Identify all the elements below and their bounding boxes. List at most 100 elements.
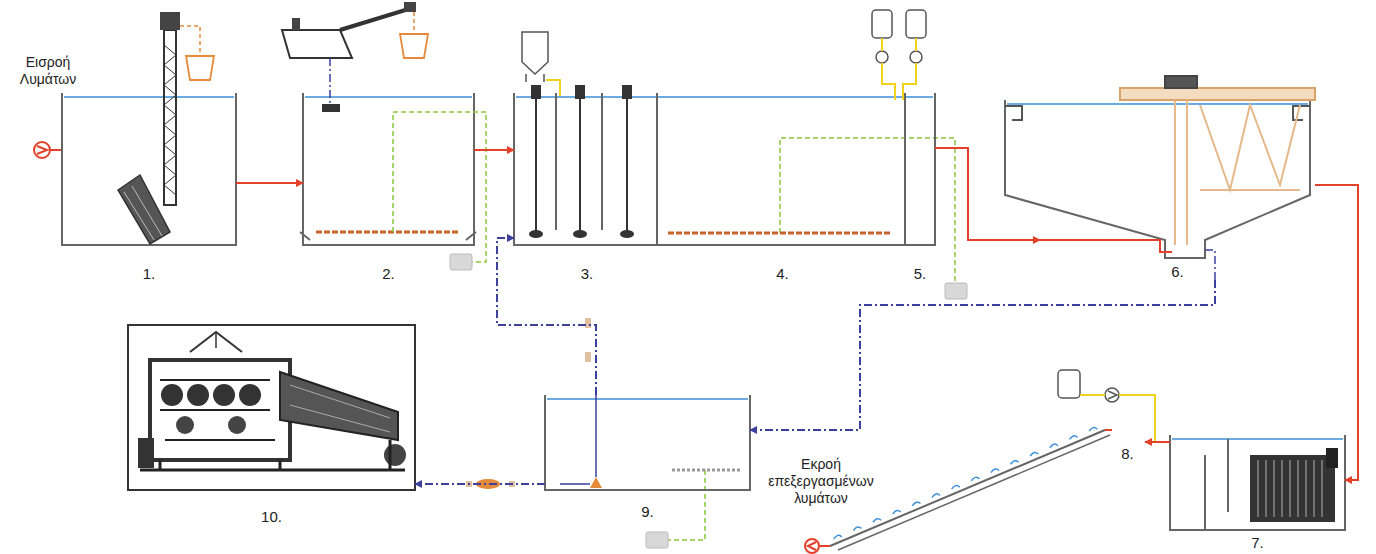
sludge-pump	[560, 483, 590, 485]
chemical-silo	[522, 32, 548, 74]
outflow-pump	[805, 539, 819, 553]
chemical-silo	[546, 80, 560, 96]
belt-press	[280, 372, 398, 440]
callout-number: 4.	[774, 266, 791, 282]
screen-unit	[160, 12, 180, 30]
inflow-pump	[37, 146, 47, 154]
blower	[450, 254, 472, 270]
belt-press	[187, 384, 209, 406]
belt-press	[290, 385, 390, 432]
tank-node: 2.	[303, 93, 474, 282]
callout-number: 8.	[1119, 446, 1136, 462]
tank-node: 9.	[545, 395, 750, 520]
grit-classifier	[316, 231, 460, 234]
grit-classifier	[413, 12, 415, 30]
tank-node: 4.	[660, 93, 905, 282]
air-line	[393, 112, 486, 262]
belt-press	[160, 380, 275, 440]
pipe-connector	[497, 238, 596, 395]
callout-number: 1.	[141, 266, 158, 282]
mixer	[530, 231, 542, 237]
sludge-pump	[585, 318, 591, 328]
pipe-connector	[750, 280, 1215, 430]
diffusers	[668, 232, 892, 235]
pipe-connector	[935, 148, 1040, 240]
grit-classifier	[282, 2, 460, 232]
tank-node: 1.	[62, 93, 236, 282]
belt-press	[176, 416, 194, 434]
clarifier-bridge	[1175, 100, 1187, 245]
clarifier	[1007, 103, 1308, 105]
dosing-tanks	[910, 51, 922, 63]
bioreactor-tank	[514, 93, 935, 245]
belt-press	[138, 438, 154, 468]
inflow-pump	[50, 149, 62, 151]
screen-tank	[64, 96, 234, 98]
sludge-tank	[547, 398, 748, 400]
dosing-tanks	[872, 10, 926, 100]
uv-unit	[1258, 460, 1322, 517]
clarifier-bridge	[1165, 76, 1197, 88]
tank-node: 10.	[128, 325, 415, 525]
grit-tank	[303, 93, 474, 245]
belt-press	[215, 332, 217, 348]
air-line	[780, 138, 955, 282]
grit-classifier	[340, 8, 412, 30]
callout-number: 3.	[579, 266, 596, 282]
blower	[945, 283, 967, 299]
sludge-tank	[672, 469, 740, 472]
clarifier-bridge	[1120, 76, 1315, 245]
blower	[646, 532, 668, 548]
belt-press	[128, 325, 415, 490]
callout-number: 7.	[1249, 535, 1266, 551]
grit-classifier	[329, 58, 331, 108]
tank-node: 6.	[1040, 100, 1315, 280]
air-line	[668, 470, 705, 540]
tank-node: 7.	[1170, 435, 1345, 551]
outflow-pump	[805, 539, 830, 553]
uv-tank	[1205, 439, 1228, 530]
mixer	[576, 86, 584, 98]
callout-number: 5.	[912, 266, 929, 282]
belt-press	[213, 384, 235, 406]
chemical-silo	[526, 74, 544, 82]
screen-tank	[62, 93, 236, 245]
clarifier	[1293, 106, 1310, 120]
pipe-connector	[1315, 185, 1358, 480]
clarifier	[1005, 106, 1022, 120]
outflow-pump	[819, 545, 830, 547]
sludge-draw	[1205, 250, 1215, 280]
clarifier-bridge	[1200, 105, 1300, 190]
bioreactor-tank	[556, 93, 905, 245]
mixer	[532, 86, 540, 98]
uv-unit	[1326, 448, 1338, 468]
dosing-tanks	[882, 38, 916, 100]
tank-node: 8.	[1110, 428, 1145, 462]
belt-press	[190, 332, 242, 352]
grit-classifier	[292, 18, 300, 30]
grit-classifier	[404, 2, 416, 12]
belt-press	[140, 440, 405, 470]
mixer	[574, 231, 586, 237]
callout-number: 2.	[380, 266, 397, 282]
bioreactor-tank	[514, 93, 935, 245]
tank-node: 5.	[905, 93, 935, 282]
clarifier	[1005, 100, 1310, 258]
uv-tank	[1172, 438, 1343, 440]
dosing-line	[1058, 370, 1080, 398]
uv-tank	[1170, 435, 1345, 530]
cascade	[1105, 429, 1112, 431]
clarifier	[1005, 100, 1310, 258]
belt-press	[384, 444, 406, 466]
grit-tank	[300, 93, 476, 245]
sludge-pump	[466, 318, 602, 489]
tank-node: 3.	[514, 93, 660, 282]
mixer	[621, 231, 633, 237]
uv-unit	[1250, 455, 1335, 522]
blower	[450, 254, 967, 548]
flow-label: Εισροή Λυμάτων	[8, 54, 88, 88]
